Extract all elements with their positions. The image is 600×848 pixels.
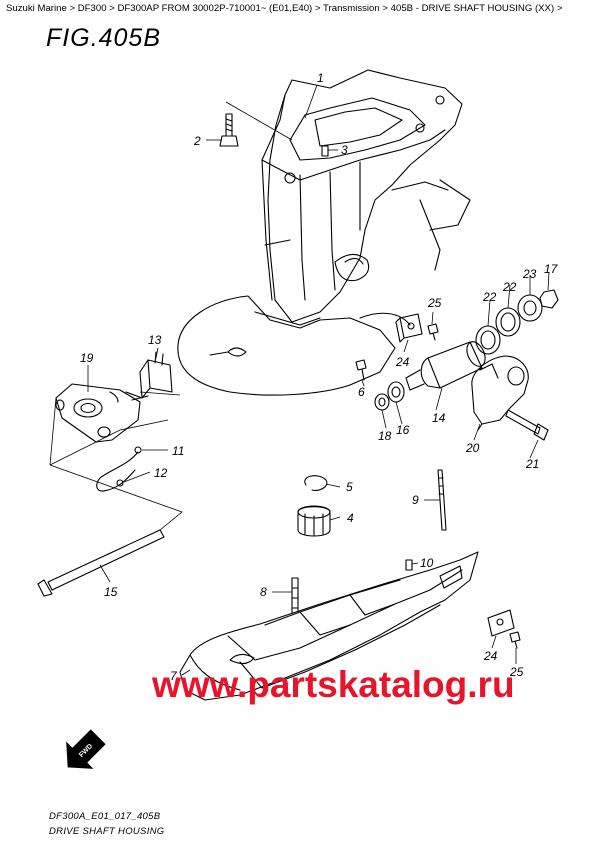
callout-22a: 22 xyxy=(482,290,497,304)
callout-24a: 24 xyxy=(395,355,410,369)
callout-22b: 22 xyxy=(502,280,517,294)
figure-caption: DRIVE SHAFT HOUSING xyxy=(49,826,165,837)
part-14-sleeve xyxy=(405,341,486,391)
part-23-washer xyxy=(517,294,543,322)
callout-20: 20 xyxy=(465,441,480,455)
callout-14: 14 xyxy=(432,411,446,425)
breadcrumb-separator: > xyxy=(314,3,321,14)
part-11-12-wire xyxy=(96,446,142,492)
callout-17: 17 xyxy=(544,262,559,276)
part-21-bolt xyxy=(505,409,549,441)
part-9-stud xyxy=(437,469,447,531)
callout-9: 9 xyxy=(412,493,419,507)
part-24-plate-lower xyxy=(487,609,515,637)
figure-code: DF300A_E01_017_405B xyxy=(49,811,161,822)
fwd-arrow-icon: FWD xyxy=(66,729,106,769)
breadcrumb-separator: > xyxy=(109,3,115,14)
part-2-bolt xyxy=(219,113,239,147)
callout-5: 5 xyxy=(346,480,353,494)
callout-24b: 24 xyxy=(483,649,498,663)
watermark-text: www.partskatalog.ru xyxy=(151,664,515,705)
callout-6: 6 xyxy=(358,385,365,399)
callout-13: 13 xyxy=(148,333,162,347)
callout-15: 15 xyxy=(104,585,118,599)
breadcrumb-link-transmission[interactable]: Transmission xyxy=(323,3,380,14)
callout-3: 3 xyxy=(341,143,348,157)
callout-18: 18 xyxy=(378,429,392,443)
part-4-bushing xyxy=(297,505,331,537)
callout-1: 1 xyxy=(317,71,324,85)
part-17-nut xyxy=(539,289,559,309)
part-22-seal-a xyxy=(475,325,501,355)
callout-16: 16 xyxy=(396,423,410,437)
callout-19: 19 xyxy=(80,351,94,365)
part-10-pin xyxy=(405,559,413,571)
callout-numbers: 1 2 3 4 5 6 7 8 9 10 11 12 13 14 15 16 1… xyxy=(80,71,559,683)
part-6-bolt xyxy=(355,359,367,381)
part-20-housing xyxy=(471,355,529,431)
callout-12: 12 xyxy=(154,466,168,480)
figure-title: FIG.405B xyxy=(46,24,161,52)
part-13-connector xyxy=(125,351,173,401)
callout-25b: 25 xyxy=(509,665,524,679)
leader-lines xyxy=(49,84,550,676)
breadcrumb-current: 405B - DRIVE SHAFT HOUSING (XX) xyxy=(390,3,555,14)
part-5-clip xyxy=(304,475,328,491)
callout-11: 11 xyxy=(172,444,184,458)
breadcrumb-link-model[interactable]: DF300AP FROM 30002P-710001~ (E01,E40) xyxy=(117,3,313,14)
part-25-screw-lower xyxy=(509,631,521,649)
callout-7: 7 xyxy=(170,669,178,683)
breadcrumb-separator: > xyxy=(556,3,563,14)
breadcrumb-separator: > xyxy=(382,3,388,14)
breadcrumb-separator: > xyxy=(69,3,76,14)
breadcrumb-link-df300[interactable]: DF300 xyxy=(77,3,107,14)
callout-2: 2 xyxy=(193,134,201,148)
part-3-dowel-pin xyxy=(321,145,329,157)
anti-cavitation-plate xyxy=(177,295,411,396)
callout-21: 21 xyxy=(525,457,539,471)
callout-8: 8 xyxy=(260,585,267,599)
part-1-drive-shaft-housing xyxy=(254,69,471,326)
part-18-washer xyxy=(374,393,390,411)
part-22-seal-b xyxy=(495,307,521,337)
part-25-screw-upper xyxy=(427,323,439,341)
breadcrumb-link-suzuki-marine[interactable]: Suzuki Marine xyxy=(6,3,67,14)
part-7-lower-housing xyxy=(179,551,479,701)
callout-10: 10 xyxy=(420,556,434,570)
callout-4: 4 xyxy=(347,511,354,525)
callout-23: 23 xyxy=(522,267,537,281)
part-16-washer xyxy=(387,381,405,403)
part-24-plate-upper xyxy=(395,313,423,343)
callout-25a: 25 xyxy=(427,296,442,310)
breadcrumb: Suzuki Marine > DF300 > DF300AP FROM 300… xyxy=(6,3,596,15)
part-15-stud xyxy=(37,529,165,597)
